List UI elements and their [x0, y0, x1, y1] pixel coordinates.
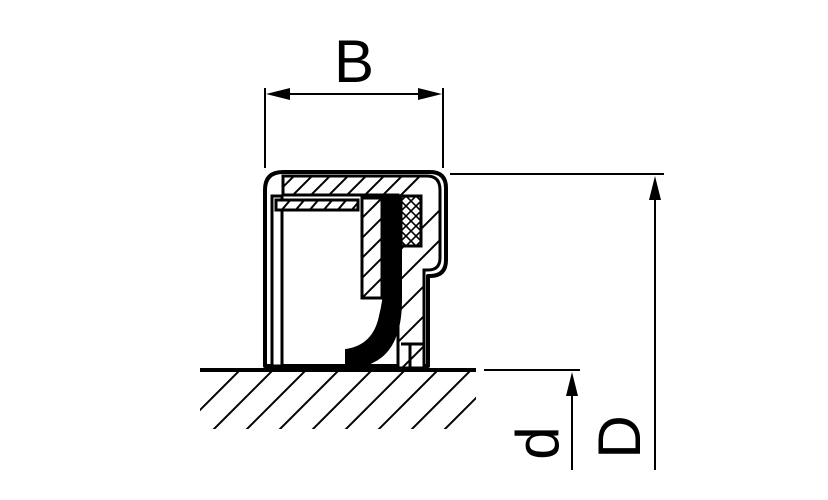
- dimension-d-label: D: [586, 415, 653, 458]
- inner-wall: [270, 194, 284, 368]
- shaft-hatching: [200, 371, 476, 429]
- dimension-d-inner-arrow: [566, 372, 578, 396]
- dimension-b: [264, 88, 444, 168]
- seal-cross-section: [263, 170, 448, 370]
- sealing-lip: [345, 195, 402, 367]
- garter-spring-crosshatch: [401, 196, 421, 246]
- shaft-section: [200, 368, 476, 429]
- dimension-d-inner-label: d: [504, 426, 571, 459]
- inner-ring-hatching: [280, 200, 358, 210]
- dimension-b-arrow-right: [418, 88, 442, 100]
- dimension-b-label: B: [334, 28, 374, 95]
- dimension-d-inner: [484, 369, 580, 470]
- dimension-b-arrow-left: [266, 88, 290, 100]
- dimension-d-arrow: [649, 176, 661, 200]
- lip-plate-hatching: [362, 198, 382, 298]
- dimension-d-outer: [450, 173, 664, 470]
